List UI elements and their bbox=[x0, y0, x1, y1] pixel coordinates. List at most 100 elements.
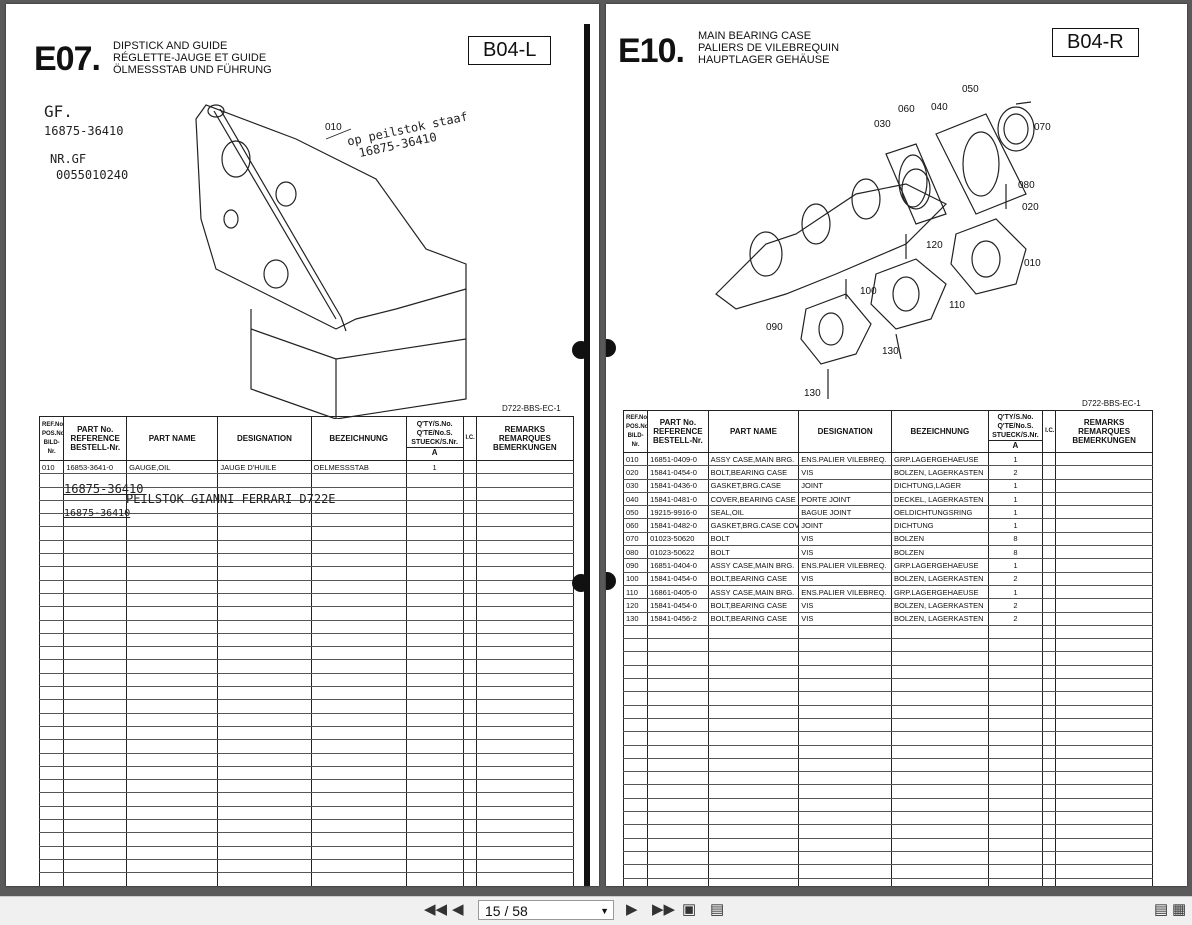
table-row bbox=[38, 686, 575, 701]
last-page-icon[interactable]: ▶▶ bbox=[652, 901, 676, 918]
cell-qty: 1 bbox=[987, 585, 1044, 600]
cell-designation bbox=[217, 646, 312, 661]
cell-designation bbox=[217, 659, 312, 674]
cell-ref bbox=[38, 832, 65, 847]
cell-remarks bbox=[1055, 771, 1153, 786]
cell-remarks bbox=[1055, 824, 1153, 839]
cell-part: 16851-0409-0 bbox=[647, 452, 709, 467]
cell-ref bbox=[622, 838, 649, 852]
fit-width-icon[interactable]: ▤ bbox=[710, 901, 725, 918]
cell-part bbox=[647, 665, 709, 680]
prev-page-icon[interactable]: ◀ bbox=[452, 901, 464, 918]
figure-code: D722-BBS-EC-1 bbox=[1082, 399, 1141, 408]
cell-name bbox=[126, 620, 219, 634]
cell-ref bbox=[622, 625, 649, 640]
cell-part bbox=[63, 846, 128, 860]
cell-name bbox=[126, 593, 219, 608]
cell-designation: VIS bbox=[798, 465, 892, 480]
cell-ic bbox=[462, 766, 477, 781]
table-row bbox=[622, 864, 1153, 879]
cell-ic bbox=[1042, 745, 1057, 759]
col-header-ref: REF.No. POS.No. BILD-Nr. bbox=[38, 416, 65, 461]
cell-qty bbox=[987, 878, 1044, 886]
cell-bez bbox=[890, 665, 989, 680]
cell-ic bbox=[1042, 705, 1057, 719]
cell-name bbox=[707, 665, 800, 680]
cell-qty bbox=[987, 665, 1044, 680]
table-row bbox=[622, 651, 1153, 666]
cell-part: 15841-0482-0 bbox=[647, 518, 709, 533]
cell-designation bbox=[217, 620, 312, 634]
cell-remarks bbox=[475, 779, 575, 794]
cell-part bbox=[647, 798, 709, 813]
handwritten-note: 0055010240 bbox=[56, 168, 129, 182]
cell-bez bbox=[890, 864, 989, 879]
cell-bez bbox=[310, 859, 407, 874]
cell-name bbox=[126, 713, 219, 727]
table-row bbox=[38, 606, 575, 621]
cell-qty bbox=[987, 651, 1044, 666]
page-number-display: 15 / 58 bbox=[485, 903, 528, 919]
cell-bez bbox=[310, 819, 407, 834]
section-code: E10. bbox=[618, 32, 685, 70]
cell-part bbox=[647, 758, 709, 773]
cell-designation bbox=[798, 784, 892, 799]
cell-designation bbox=[217, 673, 312, 688]
fit-page-icon[interactable]: ▣ bbox=[682, 901, 697, 918]
section-titles: DIPSTICK AND GUIDE RÉGLETTE-JAUGE ET GUI… bbox=[113, 40, 272, 76]
cell-part bbox=[63, 859, 128, 874]
first-page-icon[interactable]: ◀◀ bbox=[424, 901, 448, 918]
cell-qty: 8 bbox=[987, 545, 1044, 560]
cell-part: 15841-0454-0 bbox=[647, 572, 709, 586]
cell-name bbox=[707, 678, 800, 693]
cell-remarks bbox=[475, 766, 575, 781]
cell-ref bbox=[622, 771, 649, 786]
cell-qty bbox=[987, 838, 1044, 852]
cell-ic bbox=[462, 832, 477, 847]
cell-remarks bbox=[475, 593, 575, 608]
cell-bez: BOLZEN, LAGERKASTEN bbox=[890, 598, 989, 613]
cell-designation bbox=[217, 606, 312, 621]
cell-remarks bbox=[475, 580, 575, 594]
page-number-select[interactable]: 15 / 58 ▼ bbox=[478, 900, 614, 920]
cell-qty bbox=[987, 784, 1044, 799]
cell-ic bbox=[462, 513, 477, 528]
cell-name bbox=[707, 651, 800, 666]
cell-ic bbox=[1042, 465, 1057, 480]
cell-bez bbox=[310, 792, 407, 807]
cell-part bbox=[647, 811, 709, 826]
cell-ref bbox=[622, 651, 649, 666]
cell-qty bbox=[405, 487, 464, 501]
cell-bez bbox=[310, 646, 407, 661]
cell-remarks bbox=[1055, 505, 1153, 520]
table-row bbox=[38, 779, 575, 794]
cell-part bbox=[647, 705, 709, 719]
single-page-icon[interactable]: ▤ bbox=[1154, 901, 1169, 918]
cell-ref bbox=[622, 731, 649, 746]
cell-remarks bbox=[475, 846, 575, 860]
double-page-icon[interactable]: ▦ bbox=[1172, 901, 1187, 918]
cell-designation bbox=[798, 731, 892, 746]
cell-ic bbox=[1042, 612, 1057, 626]
catalog-page-right: E10. MAIN BEARING CASE PALIERS DE VILEBR… bbox=[606, 4, 1187, 886]
cell-remarks bbox=[1055, 731, 1153, 746]
cell-part: 15841-0436-0 bbox=[647, 479, 709, 493]
cell-qty bbox=[405, 766, 464, 781]
cell-remarks bbox=[1055, 518, 1153, 533]
next-page-icon[interactable]: ▶ bbox=[626, 901, 638, 918]
cell-ic bbox=[462, 473, 477, 488]
cell-remarks bbox=[475, 487, 575, 501]
cell-ic bbox=[1042, 585, 1057, 600]
title-de: ÖLMESSSTAB UND FÜHRUNG bbox=[113, 64, 272, 76]
cell-ic bbox=[1042, 731, 1057, 746]
cell-name bbox=[126, 553, 219, 568]
cell-bez bbox=[310, 606, 407, 621]
cell-bez bbox=[890, 745, 989, 759]
table-row bbox=[38, 593, 575, 608]
cell-qty bbox=[405, 526, 464, 541]
title-de: HAUPTLAGER GEHÄUSE bbox=[698, 54, 830, 66]
chevron-down-icon: ▼ bbox=[600, 906, 609, 916]
cell-bez bbox=[310, 633, 407, 648]
cell-designation bbox=[798, 665, 892, 680]
